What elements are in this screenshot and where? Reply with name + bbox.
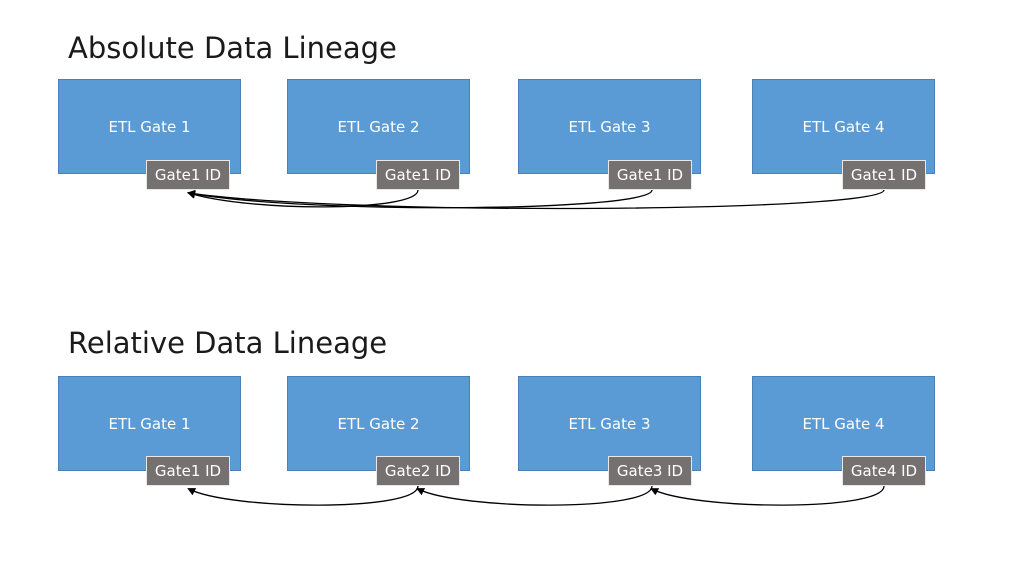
rel-arrow-gate2-to-gate1	[187, 485, 419, 506]
rel-gate-3-id-tag: Gate3 ID	[608, 456, 692, 486]
rel-arrow-gate3-to-gate2	[416, 485, 653, 506]
rel-gate-2-label: ETL Gate 2	[337, 415, 420, 433]
abs-gate-3-label: ETL Gate 3	[568, 118, 651, 136]
abs-arrow-gate4-to-gate1	[187, 189, 885, 210]
rel-gate-3-box: ETL Gate 3	[518, 376, 701, 471]
abs-gate-2-label: ETL Gate 2	[337, 118, 420, 136]
abs-gate-4-id-tag: Gate1 ID	[842, 160, 926, 190]
absolute-lineage-title: Absolute Data Lineage	[68, 31, 397, 65]
abs-gate-3-id-tag: Gate1 ID	[608, 160, 692, 190]
rel-gate-2-box: ETL Gate 2	[287, 376, 470, 471]
rel-gate-4-id-tag: Gate4 ID	[842, 456, 926, 486]
rel-gate-2-id-tag: Gate2 ID	[376, 456, 460, 486]
abs-gate-1-box: ETL Gate 1	[58, 79, 241, 174]
rel-gate-4-box: ETL Gate 4	[752, 376, 935, 471]
rel-gate-1-box: ETL Gate 1	[58, 376, 241, 471]
rel-arrow-gate4-to-gate3	[650, 485, 885, 506]
abs-gate-1-id-tag: Gate1 ID	[146, 160, 230, 190]
rel-gate-1-id-tag: Gate1 ID	[146, 456, 230, 486]
abs-gate-2-box: ETL Gate 2	[287, 79, 470, 174]
abs-arrow-gate2-to-gate1	[187, 189, 419, 208]
abs-gate-3-box: ETL Gate 3	[518, 79, 701, 174]
abs-gate-4-label: ETL Gate 4	[802, 118, 885, 136]
relative-lineage-title: Relative Data Lineage	[68, 326, 388, 360]
rel-gate-3-label: ETL Gate 3	[568, 415, 651, 433]
rel-gate-1-label: ETL Gate 1	[108, 415, 191, 433]
abs-arrow-gate3-to-gate1	[187, 189, 653, 209]
abs-gate-2-id-tag: Gate1 ID	[376, 160, 460, 190]
rel-gate-4-label: ETL Gate 4	[802, 415, 885, 433]
abs-gate-1-label: ETL Gate 1	[108, 118, 191, 136]
